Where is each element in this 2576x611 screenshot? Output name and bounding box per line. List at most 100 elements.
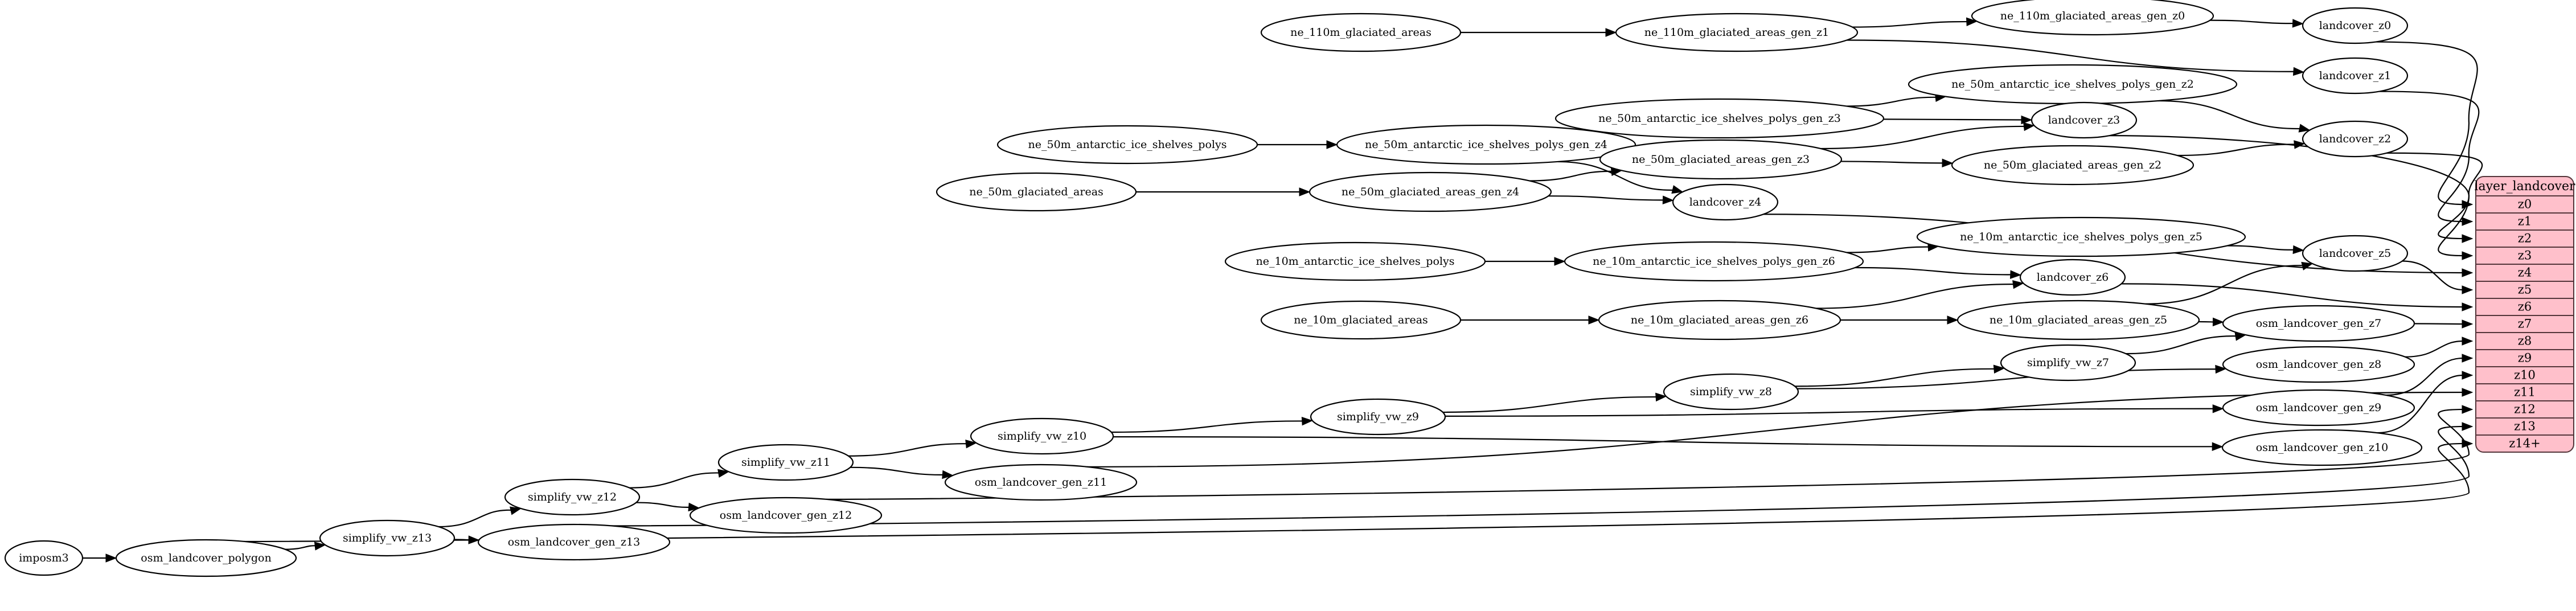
node-ellipse bbox=[936, 172, 1137, 212]
edge-simplify_vw_z11-to-simplify_vw_z10 bbox=[848, 443, 969, 457]
edge-arrowhead bbox=[2462, 285, 2474, 294]
node-ne_50m_antarctic_ice_shelves_polys_gen_z4[interactable]: ne_50m_antarctic_ice_shelves_polys_gen_z… bbox=[1336, 124, 1636, 165]
node-simplify_vw_z8[interactable]: simplify_vw_z8 bbox=[1663, 373, 1799, 411]
node-simplify_vw_z12[interactable]: simplify_vw_z12 bbox=[504, 478, 641, 516]
node-label: ne_50m_glaciated_areas_gen_z4 bbox=[1342, 186, 1519, 198]
edge-arrowhead bbox=[1301, 416, 1314, 426]
node-simplify_vw_z10[interactable]: simplify_vw_z10 bbox=[970, 417, 1114, 455]
node-simplify_vw_z11[interactable]: simplify_vw_z11 bbox=[717, 444, 854, 481]
edge-arrowhead bbox=[314, 542, 326, 551]
node-landcover_z4[interactable]: landcover_z4 bbox=[1672, 183, 1779, 221]
node-label: osm_landcover_gen_z12 bbox=[720, 509, 852, 522]
node-label: ne_10m_glaciated_areas_gen_z6 bbox=[1631, 314, 1808, 326]
node-simplify_vw_z7[interactable]: simplify_vw_z7 bbox=[2000, 344, 2136, 382]
node-simplify_vw_z13[interactable]: simplify_vw_z13 bbox=[319, 519, 456, 557]
edge-arrowhead bbox=[1655, 392, 1667, 402]
node-label: ne_50m_glaciated_areas_gen_z3 bbox=[1632, 153, 1810, 166]
edge-arrowhead bbox=[942, 470, 954, 479]
table-row-label: z10 bbox=[2514, 368, 2536, 382]
node-ne_10m_glaciated_areas[interactable]: ne_10m_glaciated_areas bbox=[1260, 300, 1462, 340]
node-ellipse bbox=[2302, 57, 2409, 95]
edge-osm_landcover_polygon-to-simplify_vw_z13 bbox=[285, 545, 318, 550]
node-label: ne_110m_glaciated_areas bbox=[1290, 26, 1431, 39]
node-landcover_z2[interactable]: landcover_z2 bbox=[2302, 120, 2409, 158]
node-ne_50m_glaciated_areas_gen_z3[interactable]: ne_50m_glaciated_areas_gen_z3 bbox=[1599, 139, 1843, 180]
node-ne_50m_glaciated_areas[interactable]: ne_50m_glaciated_areas bbox=[936, 172, 1137, 212]
layer-landcover-table[interactable]: layer_landcoverz0z1z2z3z4z5z6z7z8z9z10z1… bbox=[2474, 176, 2575, 453]
node-ellipse bbox=[689, 497, 883, 534]
node-ellipse bbox=[1956, 300, 2200, 341]
node-label: imposm3 bbox=[19, 552, 69, 564]
edge-arrowhead bbox=[2023, 122, 2035, 132]
node-label: ne_10m_antarctic_ice_shelves_polys bbox=[1256, 255, 1455, 268]
node-ellipse bbox=[1260, 13, 1462, 52]
edge-arrowhead bbox=[1554, 257, 1566, 266]
table-row-label: z6 bbox=[2518, 300, 2532, 314]
node-label: osm_landcover_gen_z11 bbox=[975, 476, 1107, 489]
node-osm_landcover_gen_z8[interactable]: osm_landcover_gen_z8 bbox=[2222, 346, 2415, 383]
node-label: ne_50m_antarctic_ice_shelves_polys_gen_z… bbox=[1598, 112, 1841, 125]
edge-ne_50m_antarctic_ice_shelves_polys_gen_z2-to-landcover_z2 bbox=[2157, 100, 2302, 130]
edge-ne_50m_glaciated_areas_gen_z4-to-landcover_z4 bbox=[1548, 195, 1666, 201]
node-ellipse bbox=[1672, 183, 1779, 221]
edge-arrowhead bbox=[2462, 302, 2474, 311]
node-label: ne_50m_antarctic_ice_shelves_polys bbox=[1028, 138, 1227, 151]
node-osm_landcover_gen_z12[interactable]: osm_landcover_gen_z12 bbox=[689, 497, 883, 534]
node-landcover_z1[interactable]: landcover_z1 bbox=[2302, 57, 2409, 95]
node-osm_landcover_gen_z10[interactable]: osm_landcover_gen_z10 bbox=[2221, 429, 2423, 466]
edge-arrowhead bbox=[2462, 354, 2474, 363]
nodes-group: ne_110m_glaciated_areas ne_110m_glaciated… bbox=[4, 0, 2423, 577]
edge-arrowhead bbox=[1947, 315, 1959, 325]
node-label: simplify_vw_z12 bbox=[528, 491, 617, 503]
node-ellipse bbox=[1308, 171, 1552, 212]
edge-arrowhead bbox=[2462, 251, 2474, 260]
edge-arrowhead bbox=[2212, 317, 2224, 327]
node-ellipse bbox=[2221, 429, 2423, 466]
node-osm_landcover_gen_z7[interactable]: osm_landcover_gen_z7 bbox=[2222, 305, 2415, 342]
node-ellipse bbox=[2302, 235, 2409, 272]
node-ne_10m_antarctic_ice_shelves_polys_gen_z6[interactable]: ne_10m_antarctic_ice_shelves_polys_gen_z… bbox=[1564, 241, 1864, 282]
node-ne_110m_glaciated_areas_gen_z0[interactable]: ne_110m_glaciated_areas_gen_z0 bbox=[1971, 0, 2214, 36]
node-ne_10m_glaciated_areas_gen_z6[interactable]: ne_10m_glaciated_areas_gen_z6 bbox=[1598, 300, 1841, 341]
node-ne_50m_antarctic_ice_shelves_polys_gen_z3[interactable]: ne_50m_antarctic_ice_shelves_polys_gen_z… bbox=[1554, 98, 1885, 139]
edge-arrowhead bbox=[2462, 217, 2474, 226]
node-osm_landcover_polygon[interactable]: osm_landcover_polygon bbox=[115, 539, 297, 577]
node-ellipse bbox=[2019, 259, 2126, 296]
node-ne_50m_glaciated_areas_gen_z2[interactable]: ne_50m_glaciated_areas_gen_z2 bbox=[1951, 145, 2194, 186]
node-ne_110m_glaciated_areas[interactable]: ne_110m_glaciated_areas bbox=[1260, 13, 1462, 52]
node-label: landcover_z2 bbox=[2319, 133, 2392, 145]
node-ellipse bbox=[1598, 300, 1841, 341]
node-ellipse bbox=[2222, 305, 2415, 342]
node-ne_10m_glaciated_areas_gen_z5[interactable]: ne_10m_glaciated_areas_gen_z5 bbox=[1956, 300, 2200, 341]
node-landcover_z0[interactable]: landcover_z0 bbox=[2302, 7, 2409, 44]
node-label: simplify_vw_z7 bbox=[2027, 356, 2109, 369]
node-ellipse bbox=[2031, 101, 2138, 139]
node-landcover_z5[interactable]: landcover_z5 bbox=[2302, 235, 2409, 272]
table-row-label: z8 bbox=[2518, 334, 2532, 348]
edge-simplify_vw_z8-to-simplify_vw_z7 bbox=[1795, 368, 1996, 387]
node-osm_landcover_gen_z11[interactable]: osm_landcover_gen_z11 bbox=[944, 464, 1138, 501]
node-landcover_z3[interactable]: landcover_z3 bbox=[2031, 101, 2138, 139]
node-ne_110m_glaciated_areas_gen_z1[interactable]: ne_110m_glaciated_areas_gen_z1 bbox=[1615, 13, 1859, 52]
edge-simplify_vw_z12-to-simplify_vw_z11 bbox=[629, 472, 721, 489]
edge-landcover_z1-to-table-z1 bbox=[2379, 91, 2480, 223]
table-row-label: z14+ bbox=[2509, 437, 2540, 450]
node-imposm3[interactable]: imposm3 bbox=[4, 540, 84, 576]
node-ellipse bbox=[2222, 389, 2415, 427]
node-ne_50m_antarctic_ice_shelves_polys_gen_z2[interactable]: ne_50m_antarctic_ice_shelves_polys_gen_z… bbox=[1908, 64, 2238, 105]
node-ellipse bbox=[2222, 346, 2415, 383]
table-row-label: z3 bbox=[2518, 249, 2532, 263]
edge-arrowhead bbox=[2462, 319, 2474, 329]
table-row-label: z9 bbox=[2518, 351, 2532, 365]
node-ne_50m_glaciated_areas_gen_z4[interactable]: ne_50m_glaciated_areas_gen_z4 bbox=[1308, 171, 1552, 212]
node-label: ne_110m_glaciated_areas_gen_z1 bbox=[1644, 26, 1829, 39]
node-osm_landcover_gen_z13[interactable]: osm_landcover_gen_z13 bbox=[477, 523, 671, 561]
edge-arrowhead bbox=[105, 553, 117, 563]
node-ne_10m_antarctic_ice_shelves_polys[interactable]: ne_10m_antarctic_ice_shelves_polys bbox=[1224, 241, 1486, 281]
node-ne_10m_antarctic_ice_shelves_polys_gen_z5[interactable]: ne_10m_antarctic_ice_shelves_polys_gen_z… bbox=[1916, 216, 2246, 257]
node-osm_landcover_gen_z9[interactable]: osm_landcover_gen_z9 bbox=[2222, 389, 2415, 427]
node-simplify_vw_z9[interactable]: simplify_vw_z9 bbox=[1310, 398, 1446, 436]
node-ne_50m_antarctic_ice_shelves_polys[interactable]: ne_50m_antarctic_ice_shelves_polys bbox=[996, 125, 1258, 165]
node-landcover_z6[interactable]: landcover_z6 bbox=[2019, 259, 2126, 296]
